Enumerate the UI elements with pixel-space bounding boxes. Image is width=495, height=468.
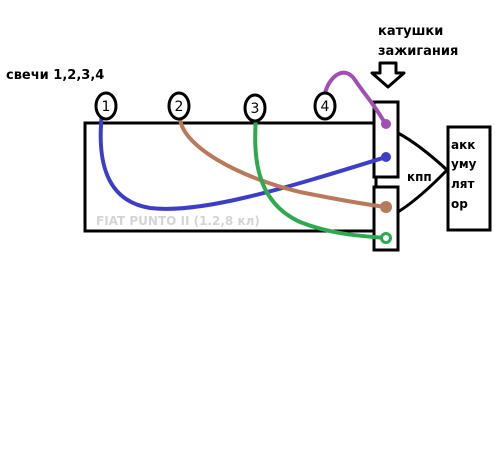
spark-plug-3-number: 3	[251, 101, 260, 117]
spark-plug-4: 4	[313, 91, 337, 121]
spark-plugs-label: свечи 1,2,3,4	[6, 68, 104, 83]
wire-plug-4	[323, 70, 388, 127]
spark-plug-1: 1	[94, 91, 118, 121]
spark-plug-2: 2	[167, 91, 191, 121]
coil-terminal-2	[380, 201, 392, 213]
battery-label-line3: лят	[451, 177, 474, 191]
spark-plug-3: 3	[243, 93, 267, 123]
down-arrow-icon	[370, 61, 406, 89]
battery-box	[446, 125, 492, 232]
engine-label: FIAT PUNTO II (1.2,8 кл)	[96, 214, 260, 228]
wire-plug-1	[98, 111, 388, 211]
coil-pack-bottom	[372, 185, 400, 252]
wire-plug-3	[253, 113, 388, 240]
coil-terminal-1	[381, 152, 391, 162]
battery-label-line1: акк	[451, 138, 475, 152]
spark-plug-2-number: 2	[175, 99, 184, 115]
spark-plug-1-number: 1	[102, 99, 111, 115]
battery-label-line4: ор	[451, 197, 468, 211]
battery-label-line2: уму	[451, 157, 477, 171]
coil-terminal-4	[381, 119, 391, 129]
spark-plug-4-number: 4	[321, 99, 330, 115]
wire-plug-2	[177, 113, 388, 209]
coils-label-line1: катушки	[378, 24, 443, 39]
coil-terminal-3	[380, 232, 392, 244]
engine-block	[83, 121, 378, 233]
coils-label-line2: зажигания	[378, 44, 458, 59]
gearbox-label: кпп	[407, 170, 432, 184]
